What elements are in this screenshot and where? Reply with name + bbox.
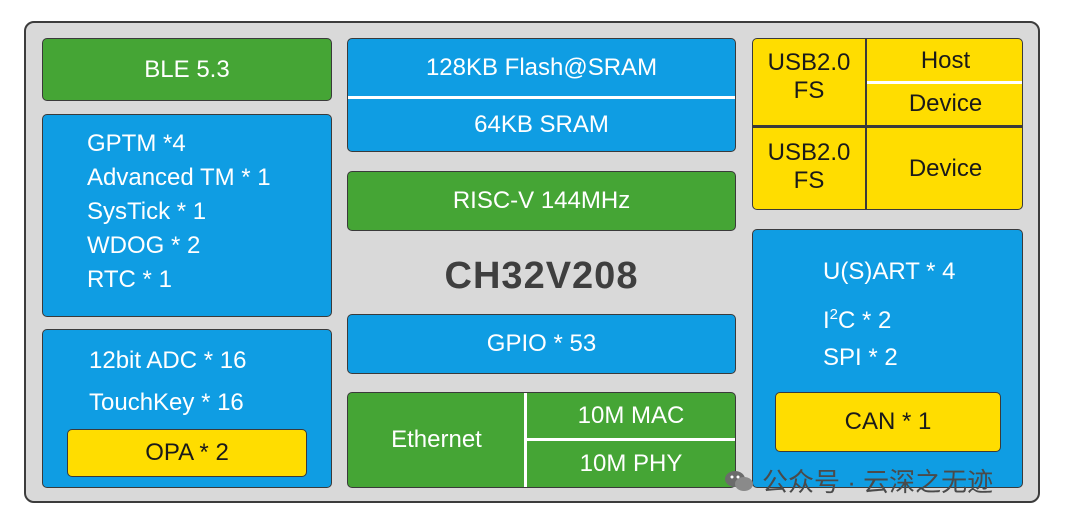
- comm-block: U(S)ART * 4 I2C * 2 SPI * 2 CAN * 1: [752, 229, 1023, 488]
- timer-gptm: GPTM *4: [87, 130, 186, 157]
- chip-name: CH32V208: [444, 254, 639, 297]
- i2c-label: I2C * 2: [823, 306, 892, 334]
- gpio-block: GPIO * 53: [347, 314, 736, 374]
- usb-hdivider-host: [867, 81, 1022, 84]
- usb2-label-line1: USB2.0: [767, 139, 851, 166]
- gpio-label: GPIO * 53: [486, 330, 597, 357]
- adc-block: 12bit ADC * 16 TouchKey * 16 OPA * 2: [42, 329, 332, 488]
- chip-name-area: CH32V208: [347, 243, 736, 309]
- timer-rtc: RTC * 1: [87, 266, 172, 293]
- timers-block: GPTM *4 Advanced TM * 1 SysTick * 1 WDOG…: [42, 114, 332, 317]
- wechat-icon: [724, 469, 754, 493]
- can-block: CAN * 1: [775, 392, 1001, 452]
- usb1-device: Device: [908, 90, 983, 117]
- usart-label: U(S)ART * 4: [823, 258, 956, 285]
- ble-label: BLE 5.3: [144, 55, 230, 83]
- can-label: CAN * 1: [844, 408, 932, 435]
- spi-label: SPI * 2: [823, 344, 898, 371]
- usb-block: USB2.0 FS Host Device USB2.0 FS Device: [752, 38, 1023, 210]
- touchkey-label: TouchKey * 16: [89, 389, 244, 416]
- memory-divider: [348, 96, 735, 99]
- sram-label: 64KB SRAM: [474, 111, 609, 138]
- usb1-host: Host: [920, 47, 971, 74]
- usb2-device: Device: [908, 154, 983, 182]
- ethernet-block: Ethernet 10M MAC 10M PHY: [347, 392, 736, 488]
- memory-block: 128KB Flash@SRAM 64KB SRAM: [347, 38, 736, 152]
- adc-label: 12bit ADC * 16: [89, 347, 247, 374]
- flash-label: 128KB Flash@SRAM: [425, 54, 658, 81]
- ble-block: BLE 5.3: [42, 38, 332, 101]
- usb-vdivider: [865, 39, 867, 209]
- usb1-label-line1: USB2.0: [767, 49, 851, 76]
- ethernet-hdivider: [527, 438, 735, 441]
- mac-label: 10M MAC: [577, 402, 685, 429]
- ethernet-label: Ethernet: [391, 426, 482, 453]
- phy-label: 10M PHY: [579, 450, 683, 477]
- timer-systick: SysTick * 1: [87, 198, 207, 225]
- usb-hdivider-main: [753, 125, 1022, 128]
- usb2-label-line2: FS: [793, 167, 825, 194]
- watermark-text: 公众号 · 云深之无迹: [762, 467, 994, 497]
- timer-advanced-tm: Advanced TM * 1: [87, 164, 271, 191]
- watermark: 公众号 · 云深之无迹: [724, 462, 993, 499]
- core-label: RISC-V 144MHz: [452, 187, 631, 214]
- core-block: RISC-V 144MHz: [347, 171, 736, 231]
- usb1-label-line2: FS: [793, 77, 825, 104]
- opa-block: OPA * 2: [67, 429, 307, 477]
- ethernet-vdivider: [524, 393, 527, 487]
- opa-label: OPA * 2: [145, 439, 229, 466]
- timer-wdog: WDOG * 2: [87, 232, 201, 259]
